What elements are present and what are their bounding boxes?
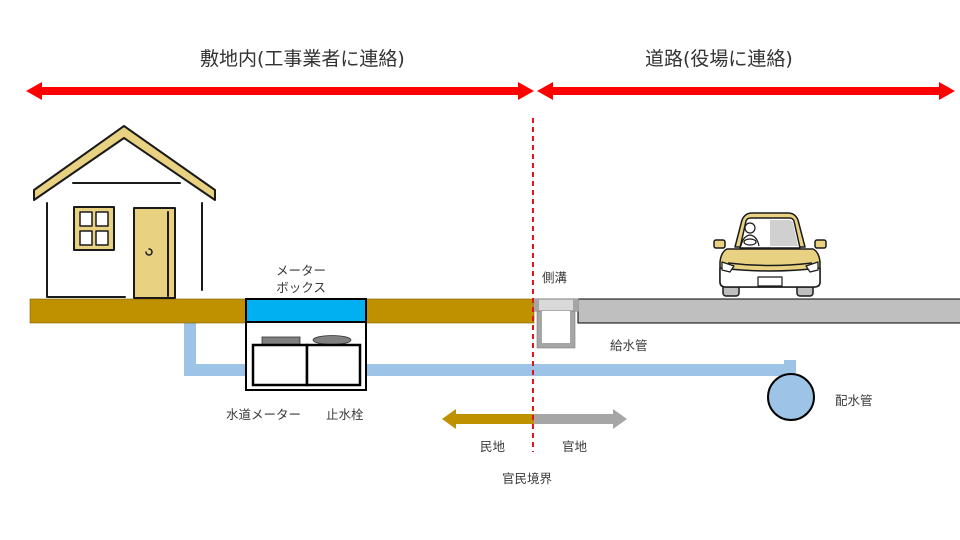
private-land-arrow bbox=[442, 409, 534, 429]
distribution-main bbox=[767, 373, 815, 421]
public-zone-arrow bbox=[537, 82, 955, 100]
meter-box-label-line2: ボックス bbox=[276, 280, 326, 295]
distribution-main-label: 配水管 bbox=[835, 393, 873, 408]
public-zone-label: 道路(役場に連絡) bbox=[645, 48, 793, 70]
road-surface bbox=[577, 298, 960, 324]
private-zone-arrow bbox=[26, 82, 534, 100]
stop-valve bbox=[305, 343, 362, 387]
water-meter-label: 水道メーター bbox=[226, 407, 302, 422]
private-land-label: 民地 bbox=[480, 439, 506, 454]
water-meter bbox=[251, 343, 309, 387]
stop-valve-label: 止水栓 bbox=[326, 407, 364, 422]
public-land-arrow bbox=[534, 409, 627, 429]
gutter-label: 側溝 bbox=[542, 270, 568, 285]
meter-box-label: メーター ボックス bbox=[276, 262, 326, 296]
stop-valve-cap bbox=[312, 335, 352, 345]
private-zone-label: 敷地内(工事業者に連絡) bbox=[200, 48, 405, 70]
house-icon bbox=[33, 125, 216, 299]
boundary-label: 官民境界 bbox=[502, 471, 553, 486]
license-plate bbox=[757, 276, 783, 287]
meter-box bbox=[245, 298, 367, 391]
public-land-label: 官地 bbox=[562, 439, 588, 454]
service-pipe-label: 給水管 bbox=[610, 338, 648, 353]
car-icon bbox=[713, 212, 827, 297]
gutter bbox=[533, 298, 579, 349]
meter-box-label-line1: メーター bbox=[276, 263, 327, 278]
